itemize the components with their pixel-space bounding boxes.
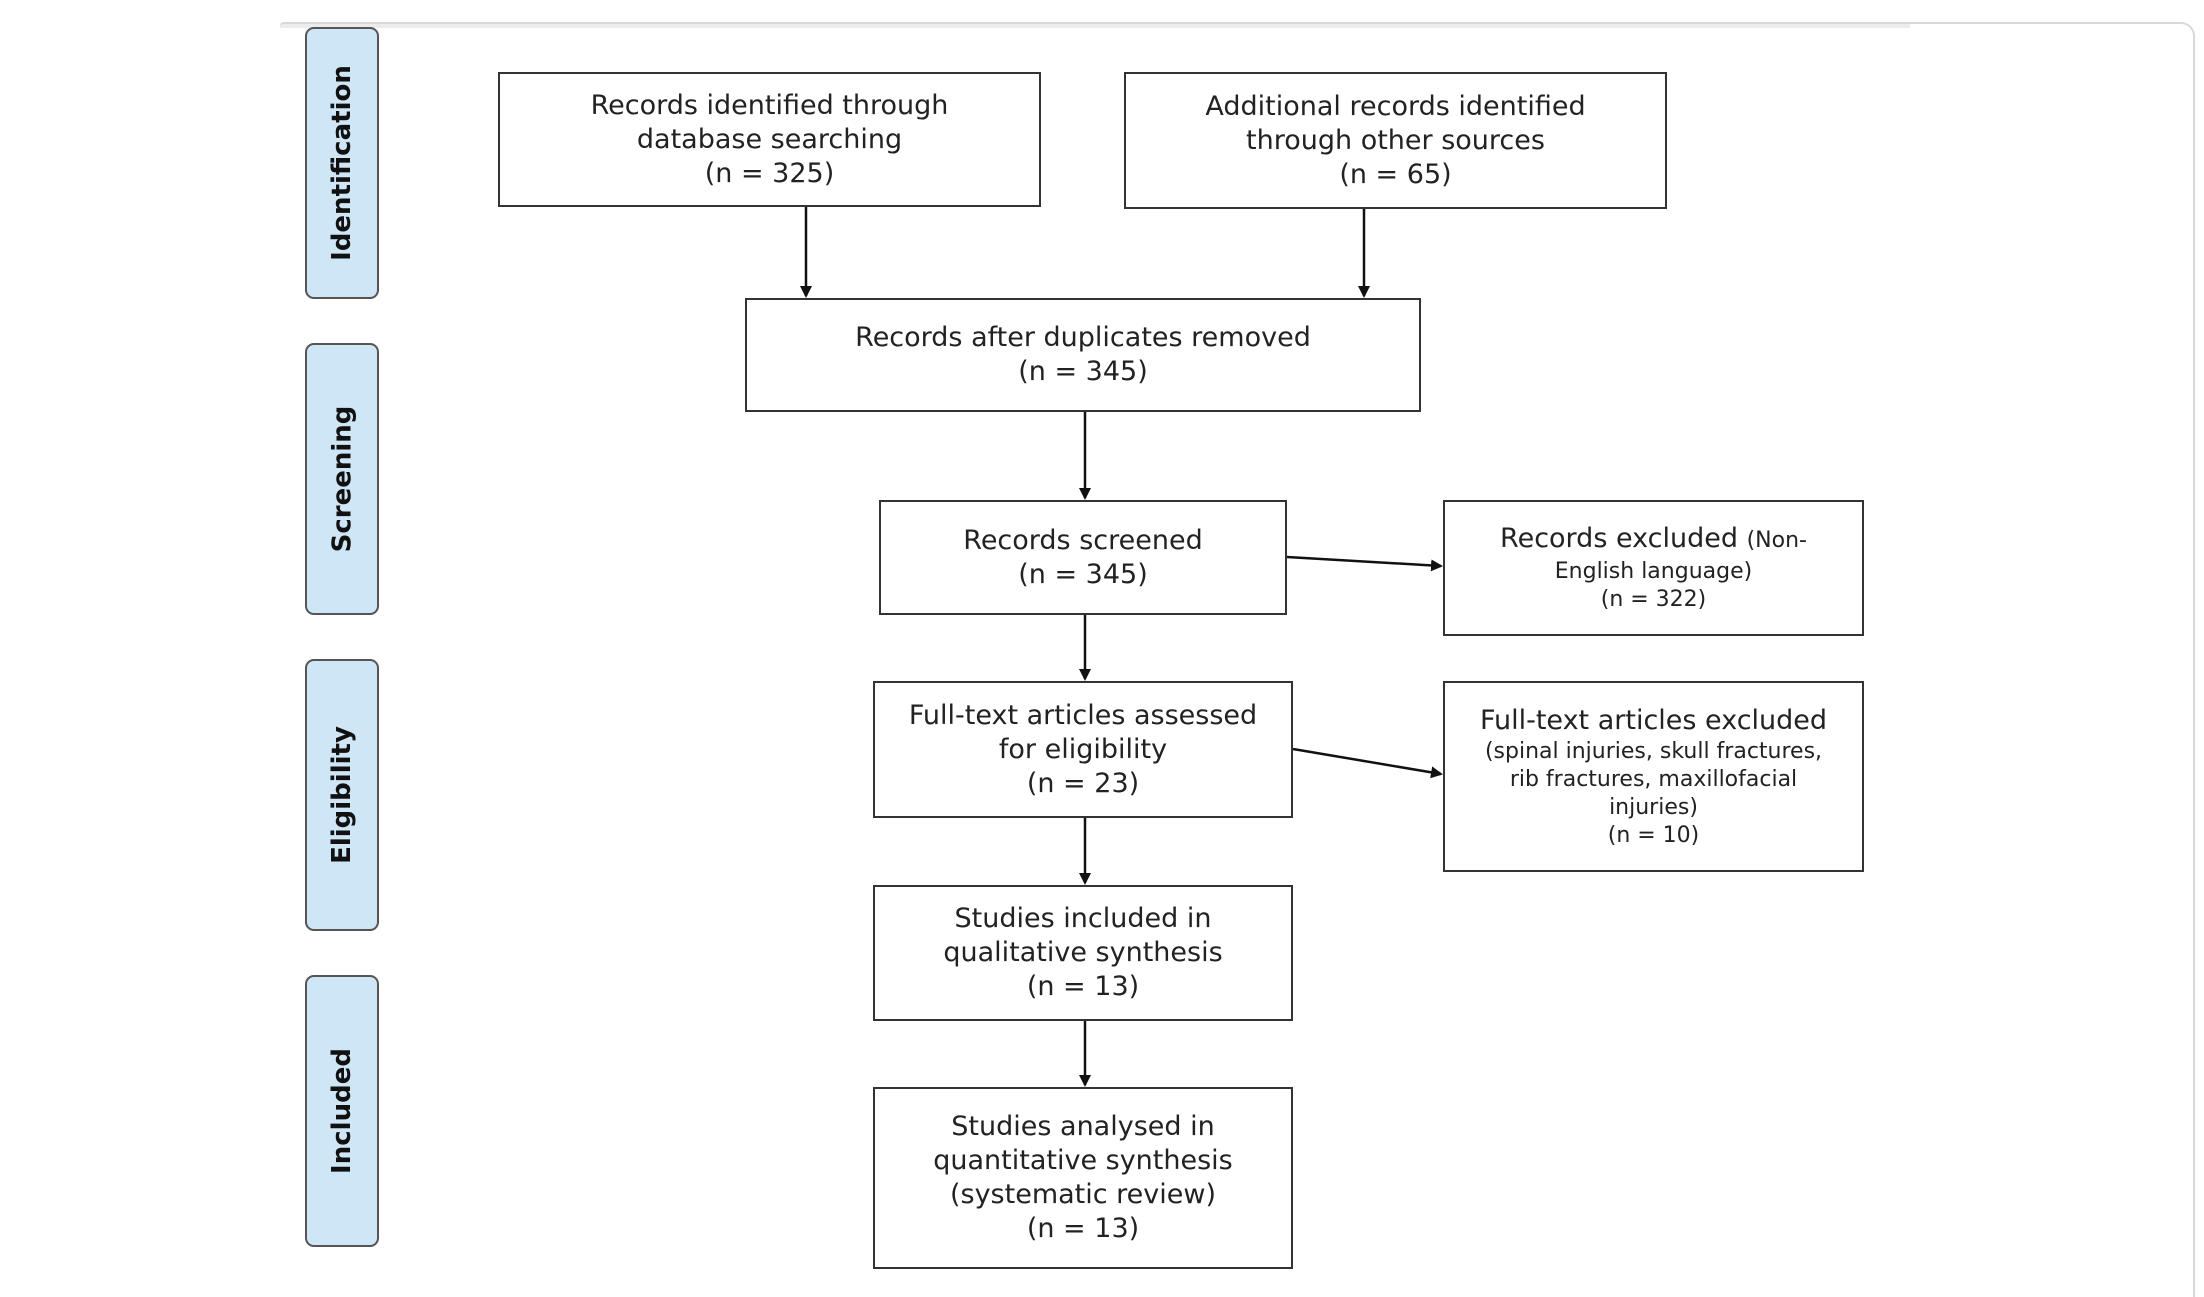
- excluded-fulltext-title: Full-text articles excluded: [1479, 704, 1828, 736]
- box-fulltext-excluded: Full-text articles excluded (spinal inju…: [1443, 681, 1864, 872]
- other-sources-line1: Additional records identified: [1205, 90, 1586, 122]
- page-frame: [280, 22, 2195, 1297]
- fulltext-line1: Full-text articles assessed: [908, 699, 1258, 731]
- excluded-fulltext-reason1: (spinal injuries, skull fractures,: [1484, 738, 1823, 764]
- box-qualitative-synthesis: Studies included in qualitative synthesi…: [873, 885, 1293, 1021]
- box-records-excluded: Records excluded (Non- English language)…: [1443, 500, 1864, 636]
- excluded-screen-reason-b: English language): [1554, 559, 1753, 584]
- top-rule: [280, 24, 1910, 28]
- screened-line1: Records screened: [963, 524, 1203, 556]
- box-other-sources: Additional records identified through ot…: [1124, 72, 1667, 209]
- fulltext-count: (n = 23): [1026, 767, 1140, 799]
- excluded-screen-title: Records excluded: [1500, 523, 1738, 554]
- box-fulltext-assessed: Full-text articles assessed for eligibil…: [873, 681, 1293, 818]
- quantitative-line2: quantitative synthesis: [933, 1145, 1233, 1176]
- quantitative-count: (n = 13): [1026, 1213, 1140, 1244]
- stage-screening: Screening: [305, 343, 379, 615]
- screened-count: (n = 345): [1018, 558, 1148, 590]
- excluded-screen-count: (n = 322): [1600, 587, 1707, 612]
- excluded-fulltext-reason2: rib fractures, maxillofacial: [1509, 766, 1798, 792]
- db-search-line2: database searching: [636, 123, 903, 155]
- qualitative-count: (n = 13): [1026, 971, 1140, 1002]
- excluded-fulltext-count: (n = 10): [1607, 822, 1700, 848]
- qualitative-line1: Studies included in: [954, 903, 1212, 934]
- db-search-line1: Records identified through: [590, 89, 949, 121]
- db-search-count: (n = 325): [704, 157, 835, 189]
- dedup-line1: Records after duplicates removed: [855, 322, 1311, 353]
- excluded-fulltext-reason3: injuries): [1609, 794, 1698, 820]
- stage-eligibility: Eligibility: [305, 659, 379, 931]
- excluded-screen-reason-a: (Non-: [1746, 528, 1807, 553]
- box-quantitative-synthesis: Studies analysed in quantitative synthes…: [873, 1087, 1293, 1269]
- excluded-screen-title-row: Records excluded (Non-: [1500, 522, 1807, 558]
- quantitative-line1: Studies analysed in: [951, 1111, 1215, 1142]
- box-database-search: Records identified through database sear…: [498, 72, 1041, 207]
- qualitative-line2: qualitative synthesis: [943, 937, 1223, 968]
- quantitative-line3: (systematic review): [949, 1179, 1217, 1210]
- arrow-screened-to-excluded: [1286, 555, 1443, 572]
- other-sources-line2: through other sources: [1246, 124, 1545, 156]
- dedup-count: (n = 345): [1018, 356, 1148, 387]
- other-sources-count: (n = 65): [1339, 158, 1452, 190]
- box-records-screened: Records screened (n = 345): [879, 500, 1287, 615]
- stage-identification: Identification: [305, 27, 379, 299]
- fulltext-line2: for eligibility: [998, 733, 1168, 765]
- arrow-fulltext-to-excluded: [1292, 747, 1443, 779]
- box-duplicates-removed: Records after duplicates removed (n = 34…: [745, 298, 1421, 412]
- stage-included: Included: [305, 975, 379, 1247]
